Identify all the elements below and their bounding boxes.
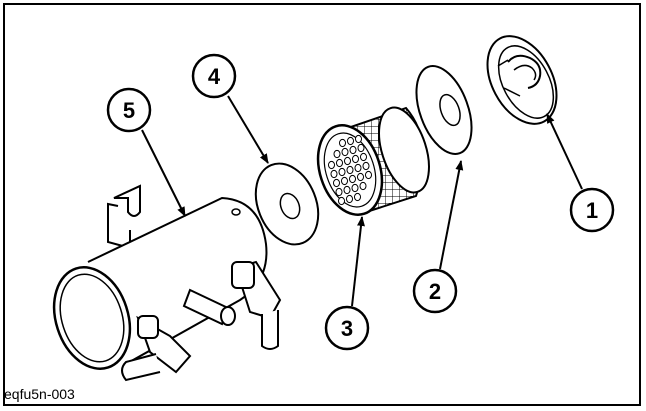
filter-hole bbox=[338, 167, 346, 177]
part-filter-element bbox=[316, 106, 430, 216]
filter-hole bbox=[352, 154, 359, 164]
filter-hole bbox=[365, 170, 372, 180]
filter-hole bbox=[354, 163, 362, 173]
callout-5: 5 bbox=[106, 87, 152, 133]
part-washer bbox=[415, 65, 473, 155]
part-cover bbox=[486, 35, 558, 125]
figure-code: eqfu5n-003 bbox=[4, 386, 75, 402]
callout-4: 4 bbox=[191, 53, 237, 99]
filter-hole bbox=[362, 161, 370, 171]
leader-5 bbox=[141, 129, 186, 217]
filter-hole bbox=[336, 158, 343, 168]
filter-hole bbox=[328, 160, 335, 170]
callout-1: 1 bbox=[569, 187, 615, 233]
filter-hole bbox=[346, 165, 354, 175]
leader-4 bbox=[227, 95, 269, 164]
svg-text:3: 3 bbox=[341, 316, 353, 341]
filter-hole bbox=[344, 156, 351, 166]
callout-3: 3 bbox=[324, 305, 370, 351]
filter-hole bbox=[347, 136, 354, 146]
leader-2 bbox=[439, 160, 464, 270]
callout-2: 2 bbox=[412, 268, 458, 314]
figure-frame bbox=[3, 3, 641, 406]
filter-hole bbox=[333, 149, 341, 159]
filter-hole bbox=[357, 172, 364, 182]
filter-hole bbox=[338, 196, 345, 206]
filter-hole bbox=[330, 169, 338, 179]
leader-1 bbox=[546, 113, 583, 190]
filter-hole bbox=[343, 185, 351, 195]
filter-hole bbox=[341, 176, 348, 186]
filter-hole bbox=[341, 147, 349, 157]
part-washer-small bbox=[254, 162, 320, 246]
filter-hole bbox=[359, 181, 367, 191]
filter-hole bbox=[349, 174, 356, 184]
filter-hole bbox=[349, 145, 357, 155]
svg-text:5: 5 bbox=[123, 98, 135, 123]
leader-3 bbox=[351, 216, 365, 307]
part-filter-housing bbox=[52, 184, 282, 382]
filter-hole bbox=[357, 143, 365, 153]
svg-text:4: 4 bbox=[208, 64, 221, 89]
svg-text:2: 2 bbox=[429, 279, 441, 304]
filter-hole bbox=[346, 194, 353, 204]
svg-text:1: 1 bbox=[586, 198, 598, 223]
filter-hole bbox=[354, 192, 361, 202]
filter-hole bbox=[333, 178, 340, 188]
filter-hole bbox=[355, 134, 362, 144]
filter-hole bbox=[360, 152, 367, 162]
leader-lines bbox=[141, 95, 583, 307]
filter-hole bbox=[339, 138, 346, 148]
filter-hole bbox=[335, 187, 343, 197]
filter-hole bbox=[351, 183, 359, 193]
